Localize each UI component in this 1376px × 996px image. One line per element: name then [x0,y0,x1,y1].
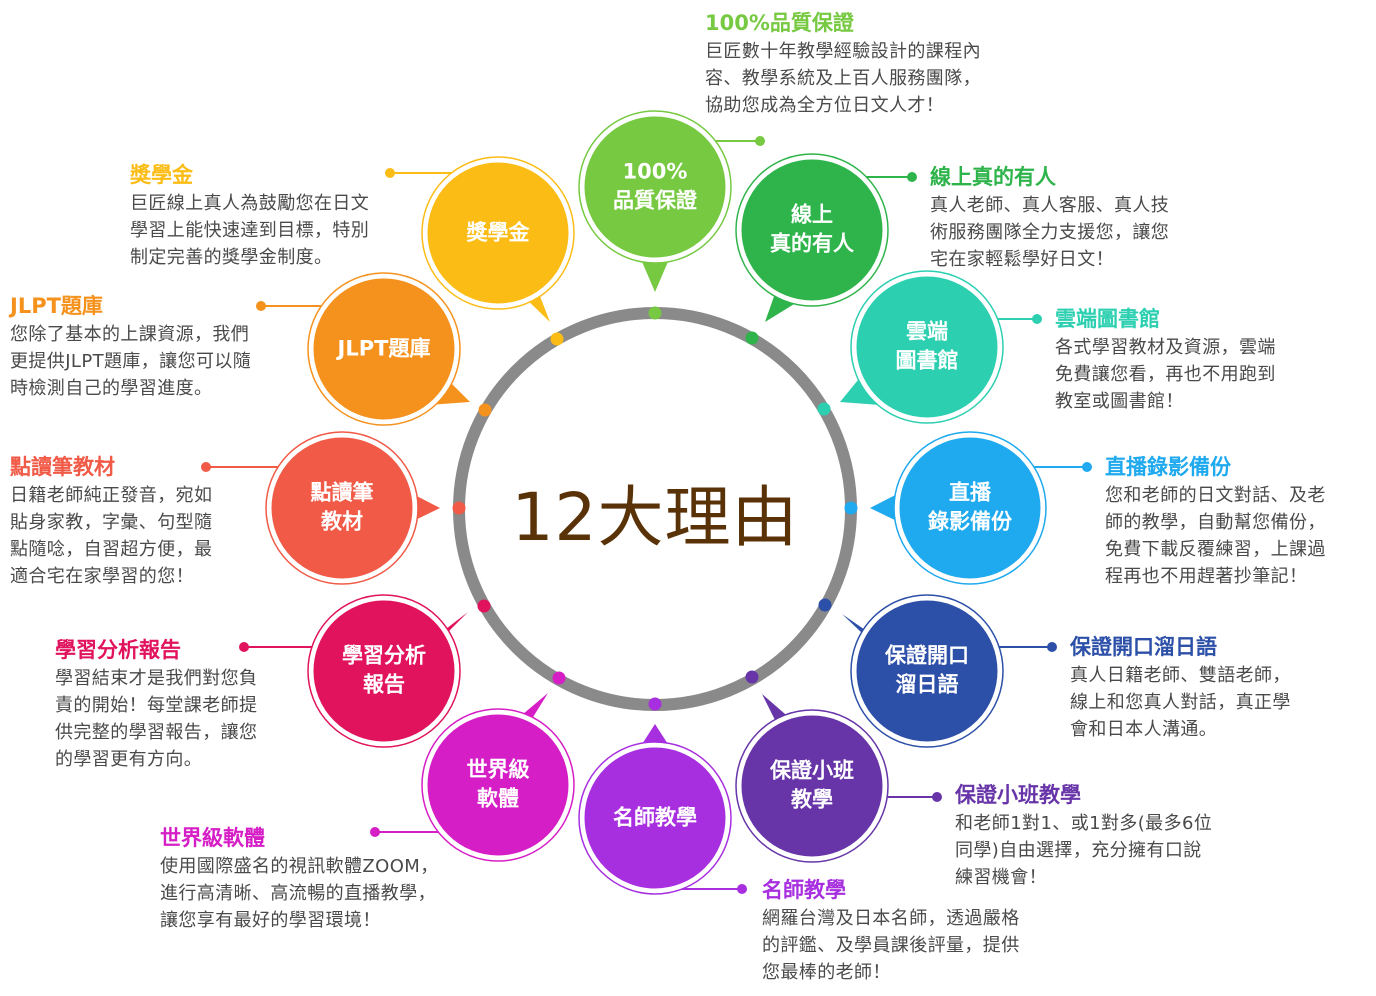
bubble-label-small-class: 保證小班 教學 [770,758,854,812]
connector-dot-speak-japanese [1047,642,1057,652]
bubble-label-learning-report: 學習分析 報告 [342,643,426,697]
ring-dot-world-software [552,671,566,685]
reason-title-quality: 100%品質保證 [705,11,854,35]
reason-title-famous-teachers: 名師教學 [762,878,846,902]
connector-dot-learning-report [239,642,249,652]
bubble-rim-small-class [735,709,889,863]
ring-dot-scholarship [550,332,564,346]
ring-dot-recording-backup [844,501,858,515]
reason-desc-reading-pen: 日籍老師純正發音，宛如 貼身家教，字彙、句型隨 點隨唸，自習超方便，最 適合宅在… [10,485,213,587]
connector-dot-small-class [932,792,942,802]
bubble-rim-live-human [735,153,889,307]
reason-title-reading-pen: 點讀筆教材 [10,455,115,479]
reason-block-famous-teachers: 名師教學網羅台灣及日本名師，透過嚴格 的評鑑、及學員課後評量，提供 您最棒的老師… [762,875,1020,986]
connector-dot-scholarship [385,168,395,178]
bubble-label-speak-japanese: 保證開口 溜日語 [885,643,969,697]
bubble-small-class [736,710,888,862]
bubble-rim-quality [578,110,732,264]
reason-desc-small-class: 和老師1對1、或1對多(最多6位 同學)自由選擇，充分擁有口說 練習機會！ [955,813,1213,888]
bubble-jlpt-bank [308,273,460,425]
connector-dot-world-software [370,827,380,837]
ring-dot-jlpt-bank [478,403,492,417]
reason-title-small-class: 保證小班教學 [955,783,1081,807]
reason-title-world-software: 世界級軟體 [160,826,265,850]
bubble-label-famous-teachers: 名師教學 [613,805,697,830]
bubble-speak-japanese [851,595,1003,747]
bubble-live-human [736,154,888,306]
bubble-label-reading-pen: 點讀筆 教材 [310,480,374,534]
bubble-label-jlpt-bank: JLPT題庫 [337,336,431,361]
bubble-rim-cloud-library [850,270,1004,424]
connector-dot-reading-pen [201,462,211,472]
ring-dot-live-human [745,331,759,345]
reason-block-recording-backup: 直播錄影備份您和老師的日文對話、及老 師的教學，自動幫您備份， 免費下載反覆練習… [1105,452,1326,590]
reason-desc-recording-backup: 您和老師的日文對話、及老 師的教學，自動幫您備份， 免費下載反覆練習，上課過 程… [1105,485,1326,587]
reason-title-learning-report: 學習分析報告 [55,638,181,662]
reason-title-cloud-library: 雲端圖書館 [1055,307,1160,331]
reason-block-quality: 100%品質保證巨匠數十年教學經驗設計的課程內 容、教學系統及上百人服務團隊， … [705,8,981,119]
reason-block-jlpt-bank: JLPT題庫您除了基本的上課資源，我們 更提供JLPT題庫，讓您可以隨 時檢測自… [10,291,251,402]
reason-desc-world-software: 使用國際盛名的視訊軟體ZOOM， 進行高清晰、高流暢的直播教學， 讓您享有最好的… [160,856,439,931]
ring-dot-speak-japanese [818,598,832,612]
reason-desc-cloud-library: 各式學習教材及資源，雲端 免費讓您看，再也不用跑到 教室或圖書館！ [1055,337,1276,412]
bubble-scholarship [422,157,574,309]
reason-desc-learning-report: 學習結束才是我們對您負 責的開始！每堂課老師提 供完整的學習報告，讓您 的學習更… [55,668,258,770]
bubble-rim-jlpt-bank [307,272,461,426]
bubble-label-scholarship: 獎學金 [466,220,530,245]
connector-dot-quality [755,136,765,146]
bubble-label-cloud-library: 雲端 圖書館 [895,319,959,373]
reason-block-learning-report: 學習分析報告學習結束才是我們對您負 責的開始！每堂課老師提 供完整的學習報告，讓… [55,635,257,773]
bubble-label-live-human: 線上 真的有人 [770,202,854,256]
bubble-quality [579,111,731,263]
bubble-rim-recording-backup [893,431,1047,585]
ring-dot-reading-pen [452,501,466,515]
bubble-label-recording-backup: 直播 錄影備份 [928,480,1012,534]
reason-desc-live-human: 真人老師、真人客服、真人技 術服務團隊全力支援您，讓您 宅在家輕鬆學好日文！ [930,195,1170,270]
ring-dot-cloud-library [817,402,831,416]
bubble-learning-report [308,595,460,747]
connector-dot-recording-backup [1082,462,1092,472]
reason-desc-scholarship: 巨匠線上真人為鼓勵您在日文 學習上能快速達到目標，特別 制定完善的獎學金制度。 [130,193,370,268]
bubble-label-world-software: 世界級 軟體 [466,757,530,811]
reason-block-reading-pen: 點讀筆教材日籍老師純正發音，宛如 貼身家教，字彙、句型隨 點隨唸，自習超方便，最… [10,452,212,590]
reason-block-small-class: 保證小班教學和老師1對1、或1對多(最多6位 同學)自由選擇，充分擁有口說 練習… [955,780,1212,891]
reason-title-speak-japanese: 保證開口溜日語 [1070,635,1217,659]
connector-dot-jlpt-bank [256,301,266,311]
connector-dot-live-human [907,172,917,182]
bubble-rim-speak-japanese [850,594,1004,748]
bubble-rim-world-software [421,708,575,862]
ring-dot-learning-report [477,599,491,613]
reason-block-speak-japanese: 保證開口溜日語真人日籍老師、雙語老師， 線上和您真人對話，真正學 會和日本人溝通… [1070,632,1291,743]
reason-desc-quality: 巨匠數十年教學經驗設計的課程內 容、教學系統及上百人服務團隊， 協助您成為全方位… [705,41,981,116]
reason-block-cloud-library: 雲端圖書館各式學習教材及資源，雲端 免費讓您看，再也不用跑到 教室或圖書館！ [1055,304,1276,415]
reason-title-live-human: 線上真的有人 [930,165,1056,189]
reason-desc-famous-teachers: 網羅台灣及日本名師，透過嚴格 的評鑑、及學員課後評量，提供 您最棒的老師！ [762,908,1020,983]
reason-title-jlpt-bank: JLPT題庫 [10,294,103,318]
bubble-label-quality: 100% 品質保證 [613,159,697,213]
bubble-world-software [422,709,574,861]
reason-block-live-human: 線上真的有人真人老師、真人客服、真人技 術服務團隊全力支援您，讓您 宅在家輕鬆學… [930,162,1169,273]
bubble-rim-scholarship [421,156,575,310]
center-title: 12大理由 [511,479,799,556]
reason-desc-speak-japanese: 真人日籍老師、雙語老師， 線上和您真人對話，真正學 會和日本人溝通。 [1070,665,1291,740]
reason-block-world-software: 世界級軟體使用國際盛名的視訊軟體ZOOM， 進行高清晰、高流暢的直播教學， 讓您… [160,823,439,934]
bubble-reading-pen [266,432,418,584]
ring-dot-small-class [745,670,759,684]
bubble-famous-teachers [579,742,731,894]
reason-desc-jlpt-bank: 您除了基本的上課資源，我們 更提供JLPT題庫，讓您可以隨 時檢測自己的學習進度… [10,324,252,399]
ring-dot-quality [648,306,662,320]
bubble-recording-backup [894,432,1046,584]
bubble-cloud-library [851,271,1003,423]
bubble-rim-reading-pen [265,431,419,585]
connector-dot-cloud-library [1032,314,1042,324]
ring-dot-famous-teachers [648,697,662,711]
bubble-rim-learning-report [307,594,461,748]
bubble-rim-famous-teachers [578,741,732,895]
connector-dot-famous-teachers [737,884,747,894]
reason-title-scholarship: 獎學金 [130,163,193,187]
reason-title-recording-backup: 直播錄影備份 [1105,455,1231,479]
reason-block-scholarship: 獎學金巨匠線上真人為鼓勵您在日文 學習上能快速達到目標，特別 制定完善的獎學金制… [130,160,369,271]
